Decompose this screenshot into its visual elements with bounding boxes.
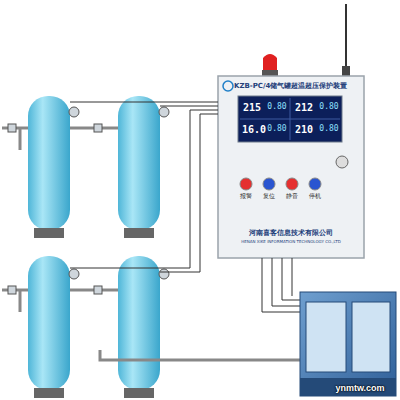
lcd-screen bbox=[238, 96, 342, 142]
pressure-gauge bbox=[336, 156, 348, 168]
tank-gauges bbox=[8, 107, 169, 294]
watermark: ynmtw.com bbox=[335, 384, 384, 394]
lcd-reading: 212 bbox=[295, 102, 313, 113]
button bbox=[309, 178, 321, 190]
button-label: 复位 bbox=[263, 193, 275, 200]
button-label: 报警 bbox=[240, 193, 252, 200]
lcd-reading: 210 bbox=[295, 124, 313, 135]
air-compressor bbox=[300, 292, 396, 396]
logo bbox=[223, 81, 233, 91]
lcd-reading: 0.80 bbox=[319, 103, 338, 112]
button bbox=[263, 178, 275, 190]
panel-housing bbox=[218, 76, 364, 258]
button-label: 静音 bbox=[286, 193, 298, 200]
antenna bbox=[345, 4, 347, 76]
antenna-base bbox=[342, 66, 350, 76]
lcd-reading: 0.80 bbox=[267, 125, 286, 134]
lcd-reading: 215 bbox=[243, 102, 261, 113]
lcd-reading: 0.80 bbox=[319, 125, 338, 134]
company-name-en: HENAN XIKE INFORMATION TECHNOLOGY CO.,LT… bbox=[241, 240, 340, 244]
button-label: 停机 bbox=[309, 193, 321, 200]
button bbox=[240, 178, 252, 190]
alarm-base bbox=[262, 70, 278, 76]
lcd-reading: 16.0 bbox=[242, 124, 266, 135]
air-tanks bbox=[28, 96, 160, 398]
alarm-light bbox=[263, 54, 277, 70]
panel-title: KZB-PC/4储气罐超温超压保护装置 bbox=[234, 81, 347, 91]
signal-wires bbox=[70, 102, 300, 312]
button bbox=[286, 178, 298, 190]
lcd-divider bbox=[240, 119, 340, 120]
lcd-reading: 0.80 bbox=[267, 103, 286, 112]
company-name: 河南喜客信息技术有限公司 bbox=[249, 230, 333, 238]
